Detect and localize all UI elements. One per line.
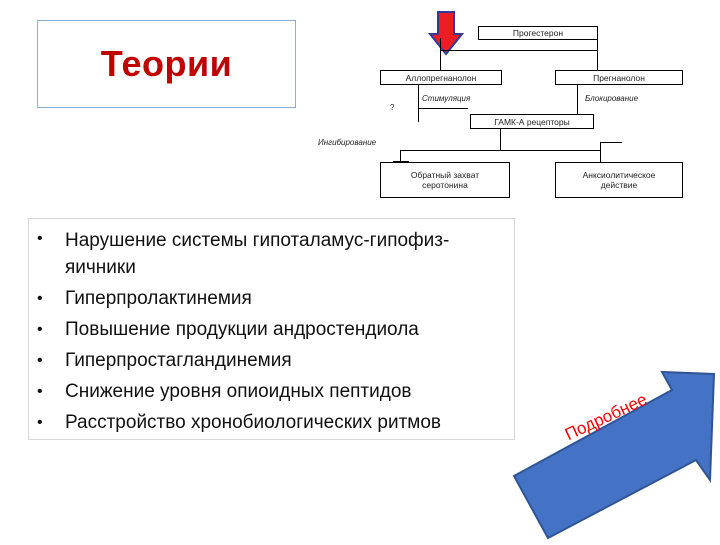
connector bbox=[500, 128, 501, 150]
bullet-icon: • bbox=[37, 414, 43, 431]
more-arrow[interactable]: Подробнее bbox=[510, 360, 720, 540]
title-box: Теории bbox=[37, 20, 296, 108]
connector bbox=[418, 108, 468, 109]
down-arrow-icon bbox=[428, 11, 464, 56]
list-item: •Гиперпролактинемия bbox=[29, 283, 514, 314]
connector bbox=[440, 50, 441, 72]
stimulation-label: Стимуляция bbox=[422, 94, 471, 103]
question-mark-label: ? bbox=[390, 103, 395, 112]
bullet-icon: • bbox=[37, 352, 43, 369]
list-item: •Нарушение системы гипоталамус-гипофиз-я… bbox=[29, 225, 514, 283]
theories-list: •Нарушение системы гипоталамус-гипофиз-я… bbox=[29, 225, 514, 438]
connector bbox=[600, 142, 601, 162]
connector bbox=[440, 38, 441, 51]
gaba-receptors-node: ГАМК-А рецепторы bbox=[470, 114, 594, 129]
theories-list-box: •Нарушение системы гипоталамус-гипофиз-я… bbox=[28, 218, 515, 440]
allopregnanolone-node: Аллопрегнанолон bbox=[380, 70, 502, 85]
connector bbox=[577, 84, 578, 114]
serotonin-reuptake-node: Обратный захват серотонина bbox=[380, 162, 510, 198]
anxiolytic-effect-node: Анксиолитическое действие bbox=[555, 162, 683, 198]
list-item: •Повышение продукции андростендиола bbox=[29, 314, 514, 345]
connector bbox=[597, 38, 598, 51]
connector bbox=[440, 50, 598, 51]
pregnanolone-node: Прегнанолон bbox=[555, 70, 683, 85]
connector bbox=[418, 84, 419, 122]
bullet-icon: • bbox=[37, 290, 43, 307]
list-item: •Расстройство хронобиологических ритмов bbox=[29, 407, 514, 438]
connector bbox=[400, 150, 401, 162]
connector bbox=[597, 50, 598, 72]
bullet-icon: • bbox=[37, 383, 43, 400]
bullet-icon: • bbox=[37, 321, 43, 338]
blocking-label: Блокирование bbox=[585, 94, 639, 103]
connector bbox=[400, 150, 601, 151]
connector bbox=[600, 142, 622, 143]
progesterone-diagram: Прогестерон Аллопрегнанолон Прегнанолон … bbox=[300, 10, 700, 215]
slide-title: Теории bbox=[100, 43, 233, 84]
big-down-arrow-icon[interactable]: Подробнее bbox=[510, 360, 720, 540]
bullet-icon: • bbox=[37, 230, 43, 247]
list-item: •Гиперпростагландинемия bbox=[29, 345, 514, 376]
inhibition-label: Ингибирование bbox=[318, 138, 377, 147]
list-item: •Снижение уровня опиоидных пептидов bbox=[29, 376, 514, 407]
progesterone-node: Прогестерон bbox=[478, 26, 598, 40]
